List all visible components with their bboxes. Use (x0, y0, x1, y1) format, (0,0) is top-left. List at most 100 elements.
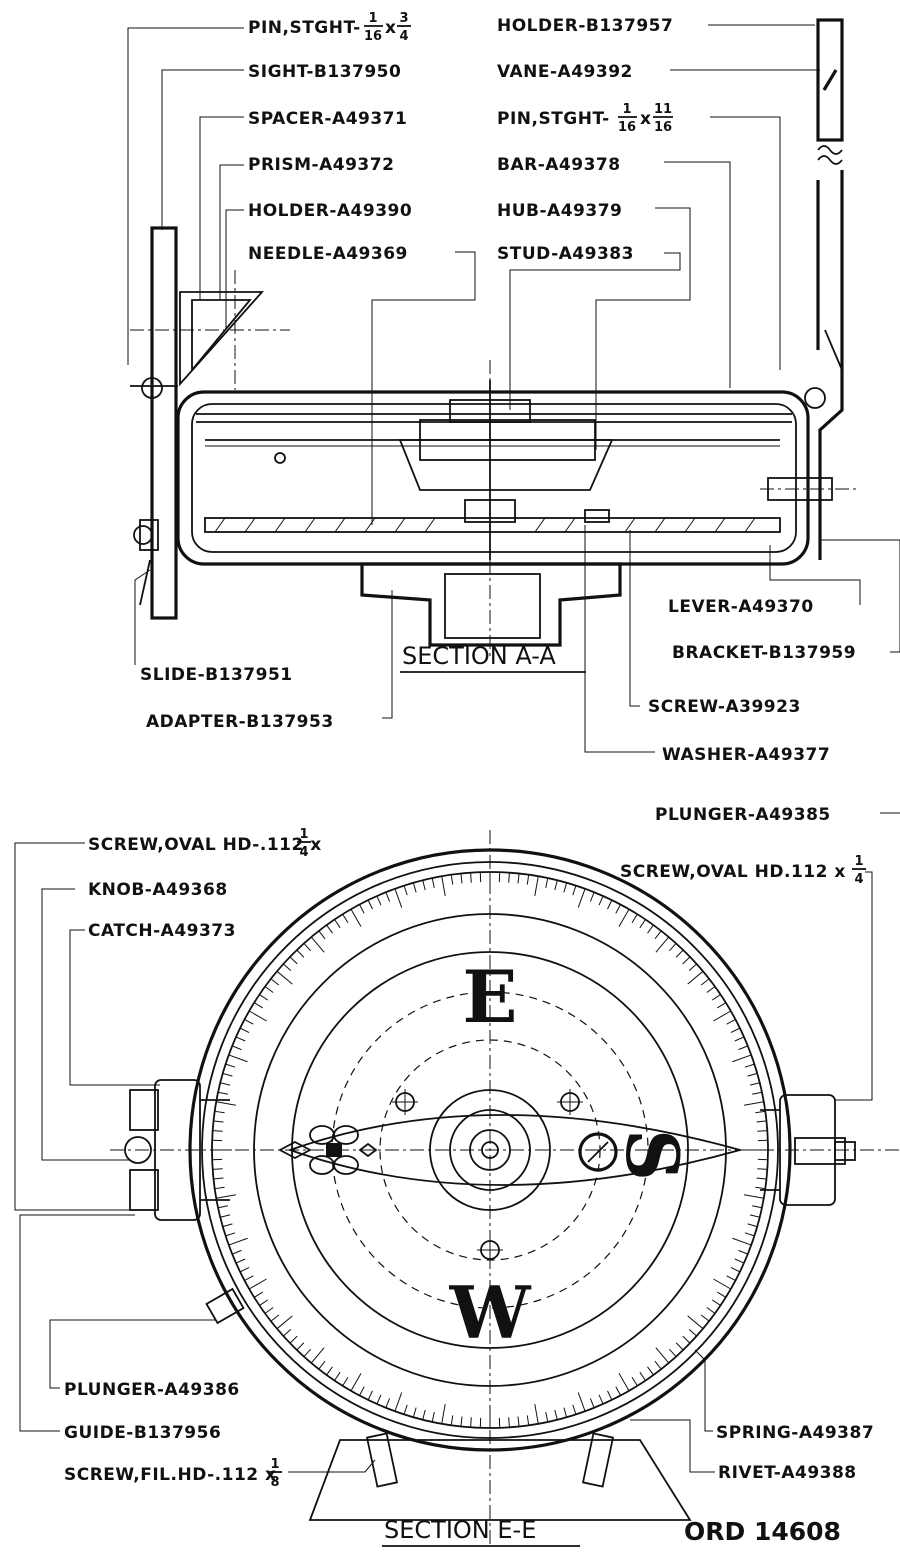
dial-tick (244, 1275, 254, 1281)
dial-tick (589, 1398, 595, 1408)
label-holder-left: HOLDER-A49390 (248, 201, 412, 221)
dial-tick (749, 1082, 760, 1086)
dial-tick (757, 1130, 768, 1132)
dial-tick (441, 1403, 446, 1424)
label-screw-oval-right: SCREW,OVAL HD.112 x (620, 862, 846, 882)
dial-tick (412, 882, 417, 893)
svg-text:1: 1 (622, 102, 631, 117)
dial-tick (334, 1371, 341, 1381)
svg-text:x: x (640, 109, 651, 129)
dial-tick (713, 1278, 732, 1290)
dial-tick (220, 1214, 231, 1218)
dial-tick (310, 1347, 325, 1364)
dial-tick (431, 1412, 435, 1423)
dial-tick (734, 1258, 745, 1264)
dial-tick (412, 1407, 417, 1418)
dial-tick (318, 930, 326, 940)
svg-text:x: x (385, 18, 396, 38)
dial-tick (441, 876, 446, 897)
dial-tick (303, 943, 312, 952)
dial-tick (717, 1002, 727, 1009)
dial-tick (738, 1249, 748, 1255)
dial-tick (738, 1045, 748, 1051)
dial-tick (342, 913, 349, 923)
dial-tick (732, 1237, 752, 1246)
dial-tick (248, 1010, 267, 1022)
svg-text:16: 16 (654, 120, 672, 135)
svg-text:3: 3 (399, 11, 408, 26)
fraction-1-8: 1 8 (268, 1457, 282, 1490)
dial-tick (675, 949, 684, 958)
dial-tick (450, 874, 454, 885)
dial-tick (235, 1036, 246, 1042)
dial-tick (367, 899, 373, 910)
dial-tick (470, 1417, 472, 1428)
dial-tick (598, 1394, 604, 1405)
dial-tick (743, 1194, 764, 1199)
dial-tick (607, 1390, 613, 1401)
dial-tick (359, 904, 365, 914)
dial-tick (326, 1366, 333, 1376)
dial-tick (706, 1307, 716, 1314)
dial-tick (289, 1335, 298, 1344)
section-e-leaders (14, 812, 900, 1473)
label-pin-stght-left: PIN,STGHT- (248, 18, 361, 38)
label-rivet: RIVET-A49388 (718, 1463, 857, 1483)
dial-tick (752, 1205, 763, 1209)
dial-tick (508, 1417, 510, 1428)
dial-tick (687, 970, 704, 985)
dial-tick (534, 1403, 539, 1424)
fraction-1-16x3-4: 1 16 x 3 4 (364, 11, 411, 44)
dial-tick (220, 1082, 231, 1086)
dial-tick (318, 1360, 326, 1370)
dial-tick (639, 1371, 646, 1381)
dial-tick (747, 1072, 758, 1077)
dial-tick (572, 885, 577, 896)
dial-tick (654, 1360, 662, 1370)
dial-tick (470, 872, 472, 883)
section-a-title: SECTION A-A (402, 642, 556, 670)
dial-tick (394, 1392, 403, 1412)
dial-tick (752, 1091, 763, 1095)
label-vane: VANE-A49392 (497, 62, 633, 82)
dial-tick (276, 1315, 293, 1330)
dial-tick (717, 1291, 727, 1298)
dial-tick (296, 949, 305, 958)
fraction-1-4-left: 1 4 (297, 827, 311, 860)
dial-tick (744, 1232, 755, 1237)
dial-tick (450, 1415, 454, 1426)
dial-tick (385, 892, 391, 902)
dial-tick (394, 888, 403, 908)
dial-tick (682, 956, 691, 965)
dial-tick (526, 874, 530, 885)
dial-tick (545, 877, 549, 888)
section-e-title: SECTION E-E (384, 1516, 536, 1544)
section-a-drawing (130, 18, 856, 660)
dial-tick (239, 1027, 250, 1033)
label-holder-right: HOLDER-B137957 (497, 16, 673, 36)
label-knob: KNOB-A49368 (88, 880, 228, 900)
svg-text:8: 8 (270, 1475, 279, 1490)
dial-tick (756, 1177, 767, 1180)
svg-text:1: 1 (368, 11, 377, 26)
dial-tick (376, 895, 382, 906)
dial-tick (222, 1223, 233, 1228)
fraction-1-16x11-16: 1 16 x 11 16 (618, 102, 673, 135)
label-pin-stght-right: PIN,STGHT- (497, 109, 610, 129)
compass-letter-top: E (463, 954, 518, 1039)
section-a-leaders (127, 24, 900, 753)
dial-tick (289, 956, 298, 965)
dial-tick (216, 1101, 237, 1106)
dial-tick (326, 924, 333, 934)
dial-tick (403, 885, 408, 896)
label-prism: PRISM-A49372 (248, 155, 394, 175)
svg-text:1: 1 (270, 1457, 279, 1472)
dial-tick (675, 1342, 684, 1351)
dial-tick (734, 1036, 745, 1042)
needle-hatch (214, 517, 756, 533)
dial-tick (563, 882, 568, 893)
svg-text:16: 16 (618, 120, 636, 135)
section-e-labels: PLUNGER-A49385 SCREW,OVAL HD-.112 x 1 4 … (64, 805, 874, 1547)
dial-tick (687, 1315, 704, 1330)
